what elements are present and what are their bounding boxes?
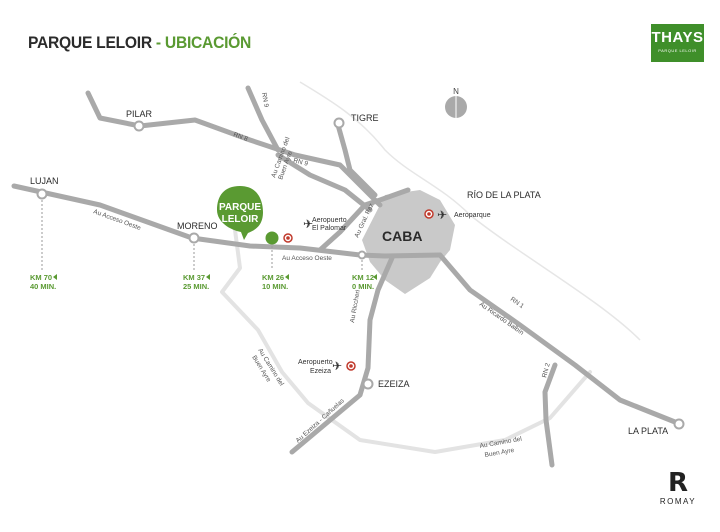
romay-logo: R ROMAY [653,470,703,506]
distance-km70: KM 70 [30,273,52,282]
label-tigre: TIGRE [351,113,379,123]
label-la-plata: LA PLATA [628,426,668,436]
road-rn9 [275,152,373,213]
airport-el-palomar: ✈ Aeropuerto El Palomar [283,217,347,243]
romay-logo-text: ROMAY [659,497,697,506]
road-labels: RN 9 RN 8 RN 9 Au Camino del Buen Ayre A… [92,92,552,459]
label-rio-de-la-plata: RÍO DE LA PLATA [467,190,541,200]
road-ricardo-balbin [437,252,683,427]
distance-km12: KM 12 [352,273,374,282]
road-tigre [335,122,378,198]
arrow-left-icon [53,274,57,280]
marker-km12 [357,250,367,260]
airport-ezeiza-line2: Ezeiza [310,368,331,375]
airport-palomar-line1: Aeropuerto [312,217,347,224]
airplane-icon: ✈ [332,359,342,373]
marker-moreno [188,232,200,244]
label-ezeiza-canuelas: Au Ezeiza - Cañuelas [295,397,347,445]
airplane-icon: ✈ [437,208,447,222]
airport-palomar-line2: El Palomar [312,225,347,232]
compass-icon: N [445,87,467,118]
distance-min0: 0 MIN. [352,282,374,291]
compass-label: N [453,87,459,96]
label-rn8: RN 8 [232,131,249,143]
light-roads [220,228,592,454]
arrow-left-icon [285,274,289,280]
label-camino-buen-ayre-bottom-2: Buen Ayre [484,447,515,459]
arrow-left-icon [206,274,210,280]
airport-aeroparque: ✈ Aeroparque [424,208,491,222]
road-acceso-oeste [11,183,443,259]
label-moreno: MORENO [177,221,218,231]
airport-pin-icon [427,212,431,216]
marker-la-plata [673,418,685,430]
label-riccheri: Au Riccheri [349,289,362,323]
arrow-left-icon [373,274,377,280]
label-rn9: RN 9 [292,157,308,168]
place-labels: PILAR TIGRE LUJAN MORENO CABA RÍO DE LA … [30,109,668,436]
thays-logo-sub: PARQUE LELOIR [658,48,697,53]
road-buen-ayre-ring [220,228,592,454]
airport-aeroparque-label: Aeroparque [454,212,491,219]
airport-ezeiza-line1: Aeropuerto [298,359,333,366]
distance-arrows [53,274,377,280]
parque-leloir-dot [265,231,279,245]
title-main: PARQUE LELOIR [28,33,152,52]
coastline [299,81,641,341]
distance-km37: KM 37 [183,273,205,282]
thays-logo-text: THAYS [651,29,704,46]
thays-logo: THAYS PARQUE LELOIR [651,24,704,62]
airport-pin-icon [349,364,353,368]
page-title: PARQUE LELOIR - UBICACIÓN [28,33,251,53]
label-caba: CABA [382,228,422,244]
distance-min25: 25 MIN. [183,282,209,291]
airplane-icon: ✈ [303,217,313,231]
road-gral-paz [317,187,411,253]
title-separator: - [151,33,165,52]
label-pilar: PILAR [126,109,153,119]
marker-pilar [133,120,145,132]
airport-ezeiza: ✈ Aeropuerto Ezeiza [298,359,356,375]
road-riccheri [289,255,395,455]
road-rn2 [542,362,558,468]
location-markers [36,117,685,430]
romay-logo-glyph: R [667,468,689,498]
label-rn9-top: RN 9 [260,92,270,108]
road-rn9-north [245,85,281,153]
marker-lujan [36,188,48,200]
label-acceso-oeste-right: Au Acceso Oeste [282,255,332,262]
distance-km26: KM 26 [262,273,284,282]
distance-leaders [41,200,363,270]
title-sub: UBICACIÓN [164,33,252,52]
road-rn8 [85,90,383,208]
label-ezeiza: EZEIZA [378,379,410,389]
label-rn2: RN 2 [541,362,552,378]
label-camino-buen-ayre-bottom-1: Au Camino del [479,436,523,450]
parque-leloir-marker: PARQUE LELOIR [217,186,279,245]
marker-ezeiza [362,378,374,390]
distance-labels: KM 70 40 MIN. KM 37 25 MIN. KM 26 10 MIN… [30,273,374,291]
parque-leloir-line1: PARQUE [219,202,261,213]
distance-min10: 10 MIN. [262,282,288,291]
airport-pin-icon [286,236,290,240]
marker-tigre [333,117,345,129]
label-rn1: RN 1 [509,296,525,310]
distance-min40: 40 MIN. [30,282,56,291]
main-roads [11,85,683,468]
label-lujan: LUJAN [30,176,59,186]
parque-leloir-line2: LELOIR [222,214,259,225]
